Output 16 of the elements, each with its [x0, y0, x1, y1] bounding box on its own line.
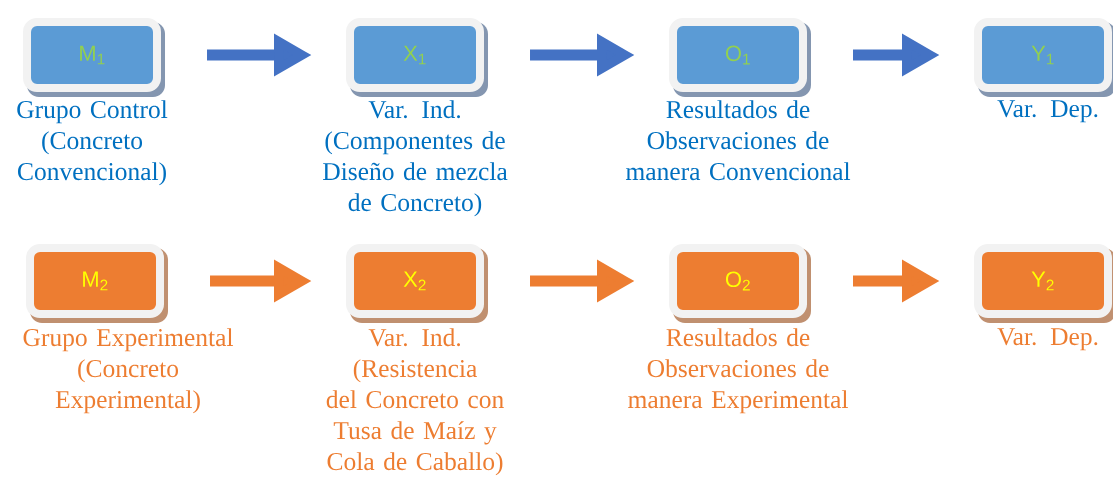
node-label: Var. Dep.: [997, 328, 1098, 351]
node-label: Resultados de Observaciones de manera Experimental: [628, 328, 848, 414]
node-label: Grupo Experimental (Concreto Experimental): [23, 328, 233, 414]
process-box: X$_{1}$: [346, 18, 488, 97]
node-label: Var. Ind. (Componentes de Diseño de mezcla de Concreto): [323, 100, 508, 217]
process-box: M$_{2}$: [26, 244, 168, 323]
node-label: Resultados de Observaciones de manera Convencional: [625, 100, 851, 181]
process-box: Y$_{1}$: [974, 18, 1113, 97]
process-box: Y$_{2}$: [974, 244, 1113, 323]
process-box: O$_{1}$: [669, 18, 811, 97]
node-label: Var. Dep.: [997, 100, 1098, 123]
process-box: O$_{2}$: [669, 244, 811, 323]
process-box: X$_{2}$: [346, 244, 488, 323]
node-label: Grupo Control (Concreto Convencional): [17, 100, 168, 186]
process-box: M$_{1}$: [23, 18, 165, 97]
node-label: Var. Ind. (Resistencia del Concreto con Tusa de Maíz y Cola de Caballo): [326, 328, 504, 476]
